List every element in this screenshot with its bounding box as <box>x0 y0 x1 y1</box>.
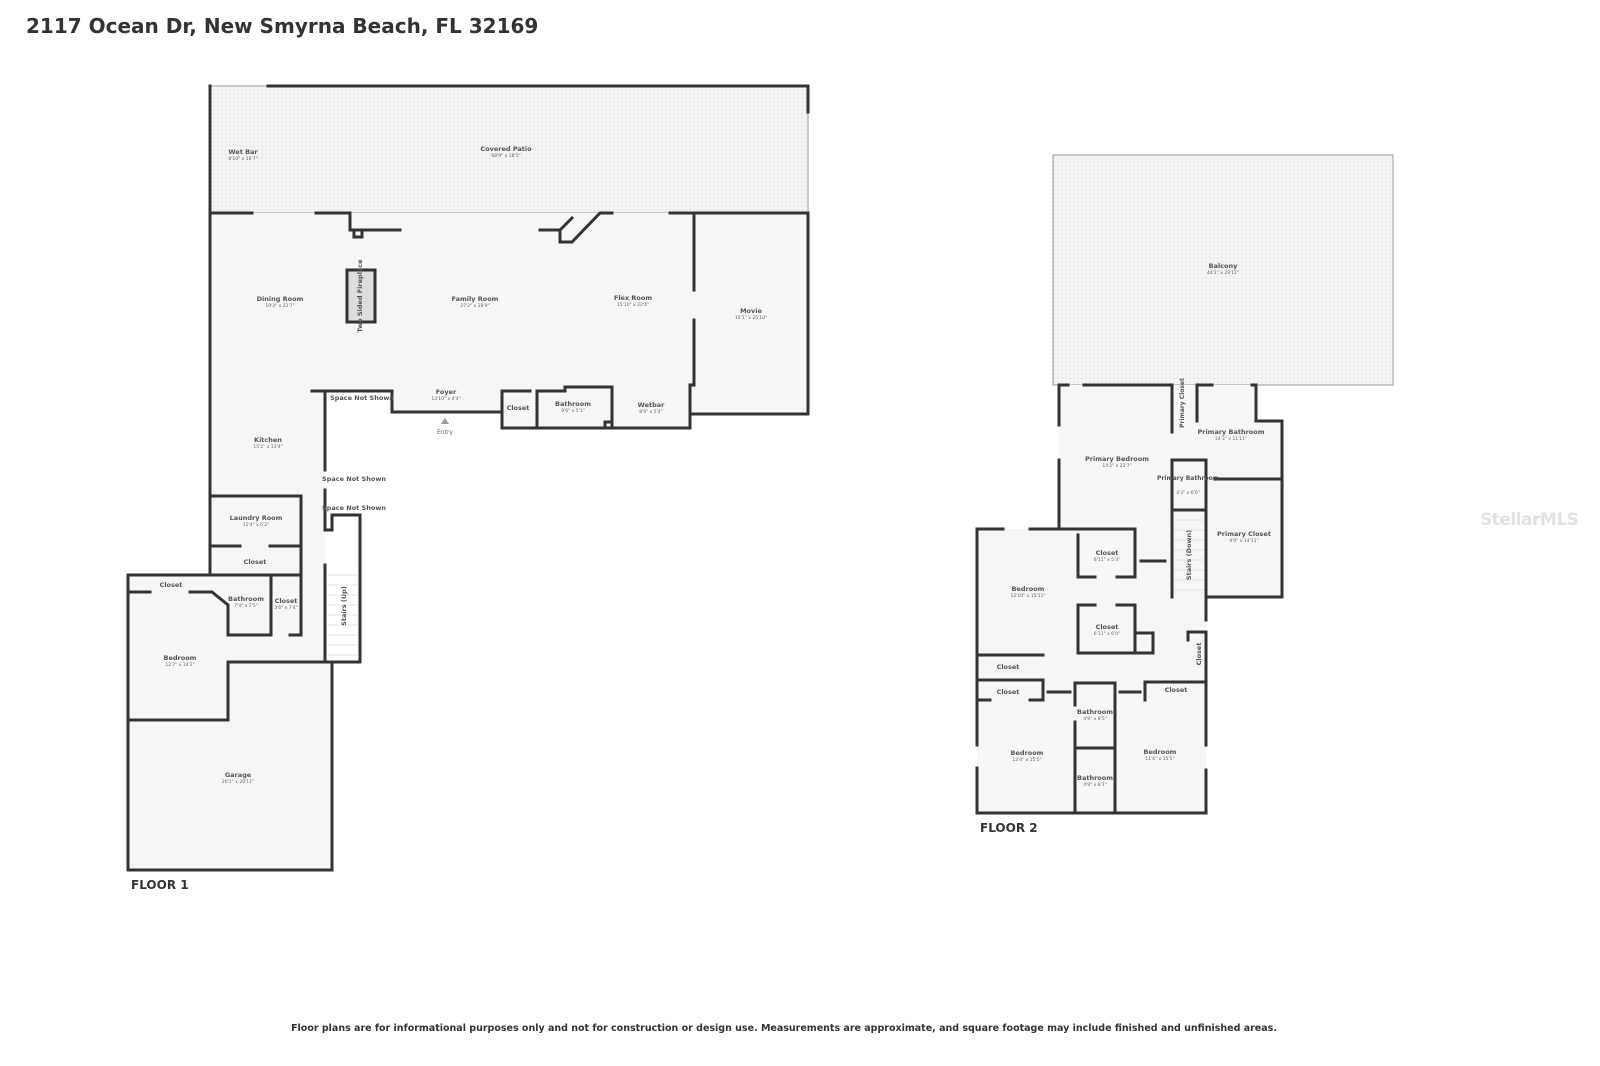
room-dims: 7'4" x 7'5" <box>234 603 258 609</box>
room-name: Closet <box>1096 623 1119 631</box>
room-name: Primary Bedroom <box>1085 455 1149 463</box>
room-name: Bathroom <box>555 400 591 408</box>
floor-2-label: FLOOR 2 <box>980 821 1038 835</box>
room-name: Primary Closet <box>1217 530 1271 538</box>
room-name: Primary Bathroom <box>1157 475 1219 482</box>
floor-1-label: FLOOR 1 <box>131 878 189 892</box>
room-name: Closet <box>244 558 267 566</box>
watermark-logo: StellarMLS <box>1480 510 1579 530</box>
room-dims: 6'11" x 5'3" <box>1094 557 1120 563</box>
floor-2: Balcony 44'1" x 29'11" Primary Bedroom 1… <box>975 154 1394 835</box>
space-not-shown: Space Not Shown <box>322 504 386 512</box>
room-name: Wet Bar <box>228 148 258 156</box>
stairs-label: Stairs (Down) <box>1185 530 1193 580</box>
room-dims: 8'10" x 16'7" <box>228 156 257 162</box>
room-dims: 4'9" x 8'5" <box>1083 716 1107 722</box>
room-name: Family Room <box>452 295 499 303</box>
space-not-shown: Space Not Shown <box>330 394 394 402</box>
room-dims: 12'10" x 15'11" <box>1010 593 1045 599</box>
room-name: Wetbar <box>638 401 665 409</box>
room-dims: 8'9" x 5'4" <box>639 409 663 415</box>
entry-label: Entry <box>437 429 453 436</box>
stairs-down-icon <box>1174 519 1204 591</box>
room-name: Garage <box>225 771 252 779</box>
closet-label: Closet <box>1195 643 1203 666</box>
room-dims: 12'7" x 14'2" <box>165 662 194 668</box>
balcony-area <box>1052 154 1394 386</box>
room-name: Movie <box>740 307 762 315</box>
room-name: Primary Bathroom <box>1197 428 1264 436</box>
room-name: Closet <box>997 688 1020 696</box>
room-dims: 14'3" x 11'11" <box>1215 436 1247 442</box>
room-dims: 14'2" x 22'7" <box>1102 463 1131 469</box>
disclaimer: Floor plans are for informational purpos… <box>291 1023 1277 1034</box>
room-dims: 3'6" x 7'4" <box>274 605 298 611</box>
room-name: Kitchen <box>254 436 282 444</box>
covered-patio-area <box>209 85 809 214</box>
room-dims: 26'1" x 20'11" <box>222 779 254 785</box>
room-dims: 6'11" x 6'0" <box>1094 631 1120 637</box>
room-name: Closet <box>275 597 298 605</box>
room-name: Closet <box>997 663 1020 671</box>
room-name: Bedroom <box>1012 585 1045 593</box>
room-name: Closet <box>1096 549 1119 557</box>
room-dims: 11'6" x 15'5" <box>1145 756 1174 762</box>
fireplace-icon <box>345 268 377 324</box>
room-name: Bedroom <box>164 654 197 662</box>
room-dims: 9'0" x 14'11" <box>1229 538 1258 544</box>
room-name: Bathroom <box>1077 708 1113 716</box>
room-name: Closet <box>507 404 530 412</box>
room-dims: 15'1" x 25'10" <box>735 315 767 321</box>
entry-arrow-icon <box>441 418 449 424</box>
room-dims: 19'3" x 22'7" <box>265 303 294 309</box>
room-dims: 15'10" x 22'4" <box>617 302 649 308</box>
room-dims: 12'4" x 15'5" <box>1012 757 1041 763</box>
floor-1: Wet Bar 8'10" x 16'7" Covered Patio 68'9… <box>126 84 810 892</box>
stairs-up-icon <box>327 574 358 656</box>
room-dims: 68'9" x 18'5" <box>491 153 520 159</box>
room-dims: 4'9" x 8'1" <box>1083 782 1107 788</box>
room-name: Bathroom <box>1077 774 1113 782</box>
room-dims: 11'4" x 6'2" <box>243 522 269 528</box>
room-name: Bedroom <box>1144 748 1177 756</box>
fireplace-label: Two Sided Fireplace <box>356 259 364 333</box>
room-name: Dining Room <box>257 295 304 303</box>
room-dims: 13'10" x 4'4" <box>431 396 460 402</box>
room-name: Laundry Room <box>230 514 283 522</box>
room-dims: 15'2" x 13'4" <box>253 444 282 450</box>
room-dims: 27'2" x 28'9" <box>460 303 489 309</box>
room-name: Balcony <box>1209 262 1239 270</box>
room-name: Bathroom <box>228 595 264 603</box>
primary-closet-label: Primary Closet <box>1179 378 1186 428</box>
stairs-label: Stairs (Up) <box>340 586 348 626</box>
room-name: Closet <box>160 581 183 589</box>
room-name: Closet <box>1165 686 1188 694</box>
property-address: 2117 Ocean Dr, New Smyrna Beach, FL 3216… <box>26 14 539 38</box>
space-not-shown: Space Not Shown <box>322 475 386 483</box>
room-name: Covered Patio <box>480 145 532 153</box>
room-name: Bedroom <box>1011 749 1044 757</box>
room-dims: 44'1" x 29'11" <box>1207 270 1239 276</box>
room-name: Flex Room <box>614 294 652 302</box>
room-name: Foyer <box>436 388 457 396</box>
room-dims: 9'6" x 5'1" <box>561 408 585 414</box>
room-dims: 4'3" x 6'0" <box>1176 490 1200 496</box>
